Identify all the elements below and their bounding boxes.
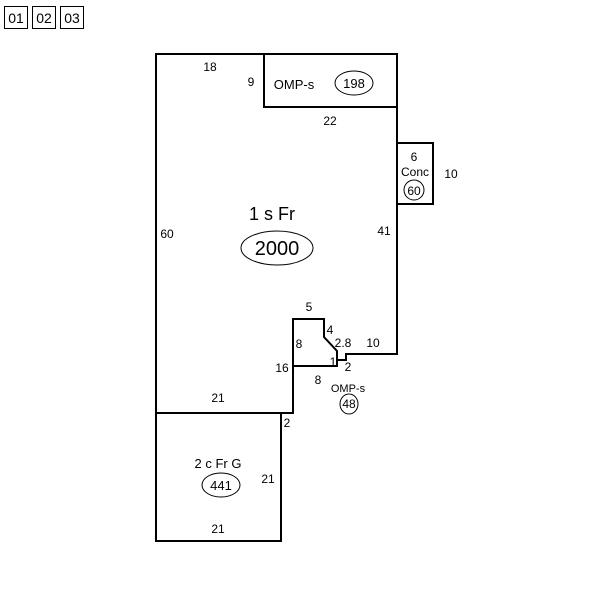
garage-area: 441 (210, 478, 232, 493)
garage-outline (155, 412, 282, 542)
garage-dim-bottom: 21 (211, 522, 225, 536)
top-porch-area-ellipse (334, 70, 374, 96)
main-area-ellipse (240, 230, 314, 266)
main-dwelling-label: 1 s Fr (249, 204, 295, 224)
conc-area-ellipse (403, 179, 425, 201)
top-porch-label: OMP-s (274, 77, 315, 92)
dim-notch-diag: 4 (327, 323, 334, 337)
conc-dim-top: 6 (411, 150, 418, 164)
top-porch-dim-bottom: 22 (323, 114, 337, 128)
dim-step-small: 1 (330, 355, 337, 369)
tab-01[interactable]: 01 (4, 6, 28, 29)
notch-outline (292, 318, 338, 366)
dim-bottom-right: 10 (366, 336, 380, 350)
sketch-tabs: 01 02 03 (4, 6, 84, 29)
dim-right: 41 (377, 224, 391, 238)
top-porch-area: 198 (343, 76, 365, 91)
dim-connector: 2 (284, 416, 291, 430)
conc-dim-right: 10 (444, 167, 458, 181)
bottom-porch-dim-left: 8 (315, 373, 322, 387)
dim-notch-step: 2.8 (335, 336, 352, 350)
top-porch-dim-left: 9 (248, 75, 255, 89)
tab-03[interactable]: 03 (60, 6, 84, 29)
concrete-pad-outline (396, 142, 434, 205)
bottom-porch-dim-right: 2 (345, 360, 352, 374)
conc-area: 60 (407, 184, 421, 198)
dim-left: 60 (160, 227, 174, 241)
bottom-porch-area-ellipse (339, 393, 359, 415)
tab-02[interactable]: 02 (32, 6, 56, 29)
top-porch-outline (263, 54, 397, 108)
dim-notch-left: 8 (296, 337, 303, 351)
dim-notch-top: 5 (306, 300, 313, 314)
main-dwelling-area: 2000 (255, 238, 300, 260)
dim-top: 18 (203, 60, 217, 74)
garage-area-ellipse (201, 472, 241, 498)
conc-label: Conc (401, 165, 429, 179)
dim-bottom-left: 21 (211, 391, 225, 405)
bottom-porch-area: 48 (342, 397, 356, 411)
garage-dim-right: 21 (261, 472, 275, 486)
dim-bottom-offset: 16 (275, 361, 289, 375)
garage-label: 2 c Fr G (195, 456, 242, 471)
bottom-porch-label: OMP-s (331, 383, 366, 395)
